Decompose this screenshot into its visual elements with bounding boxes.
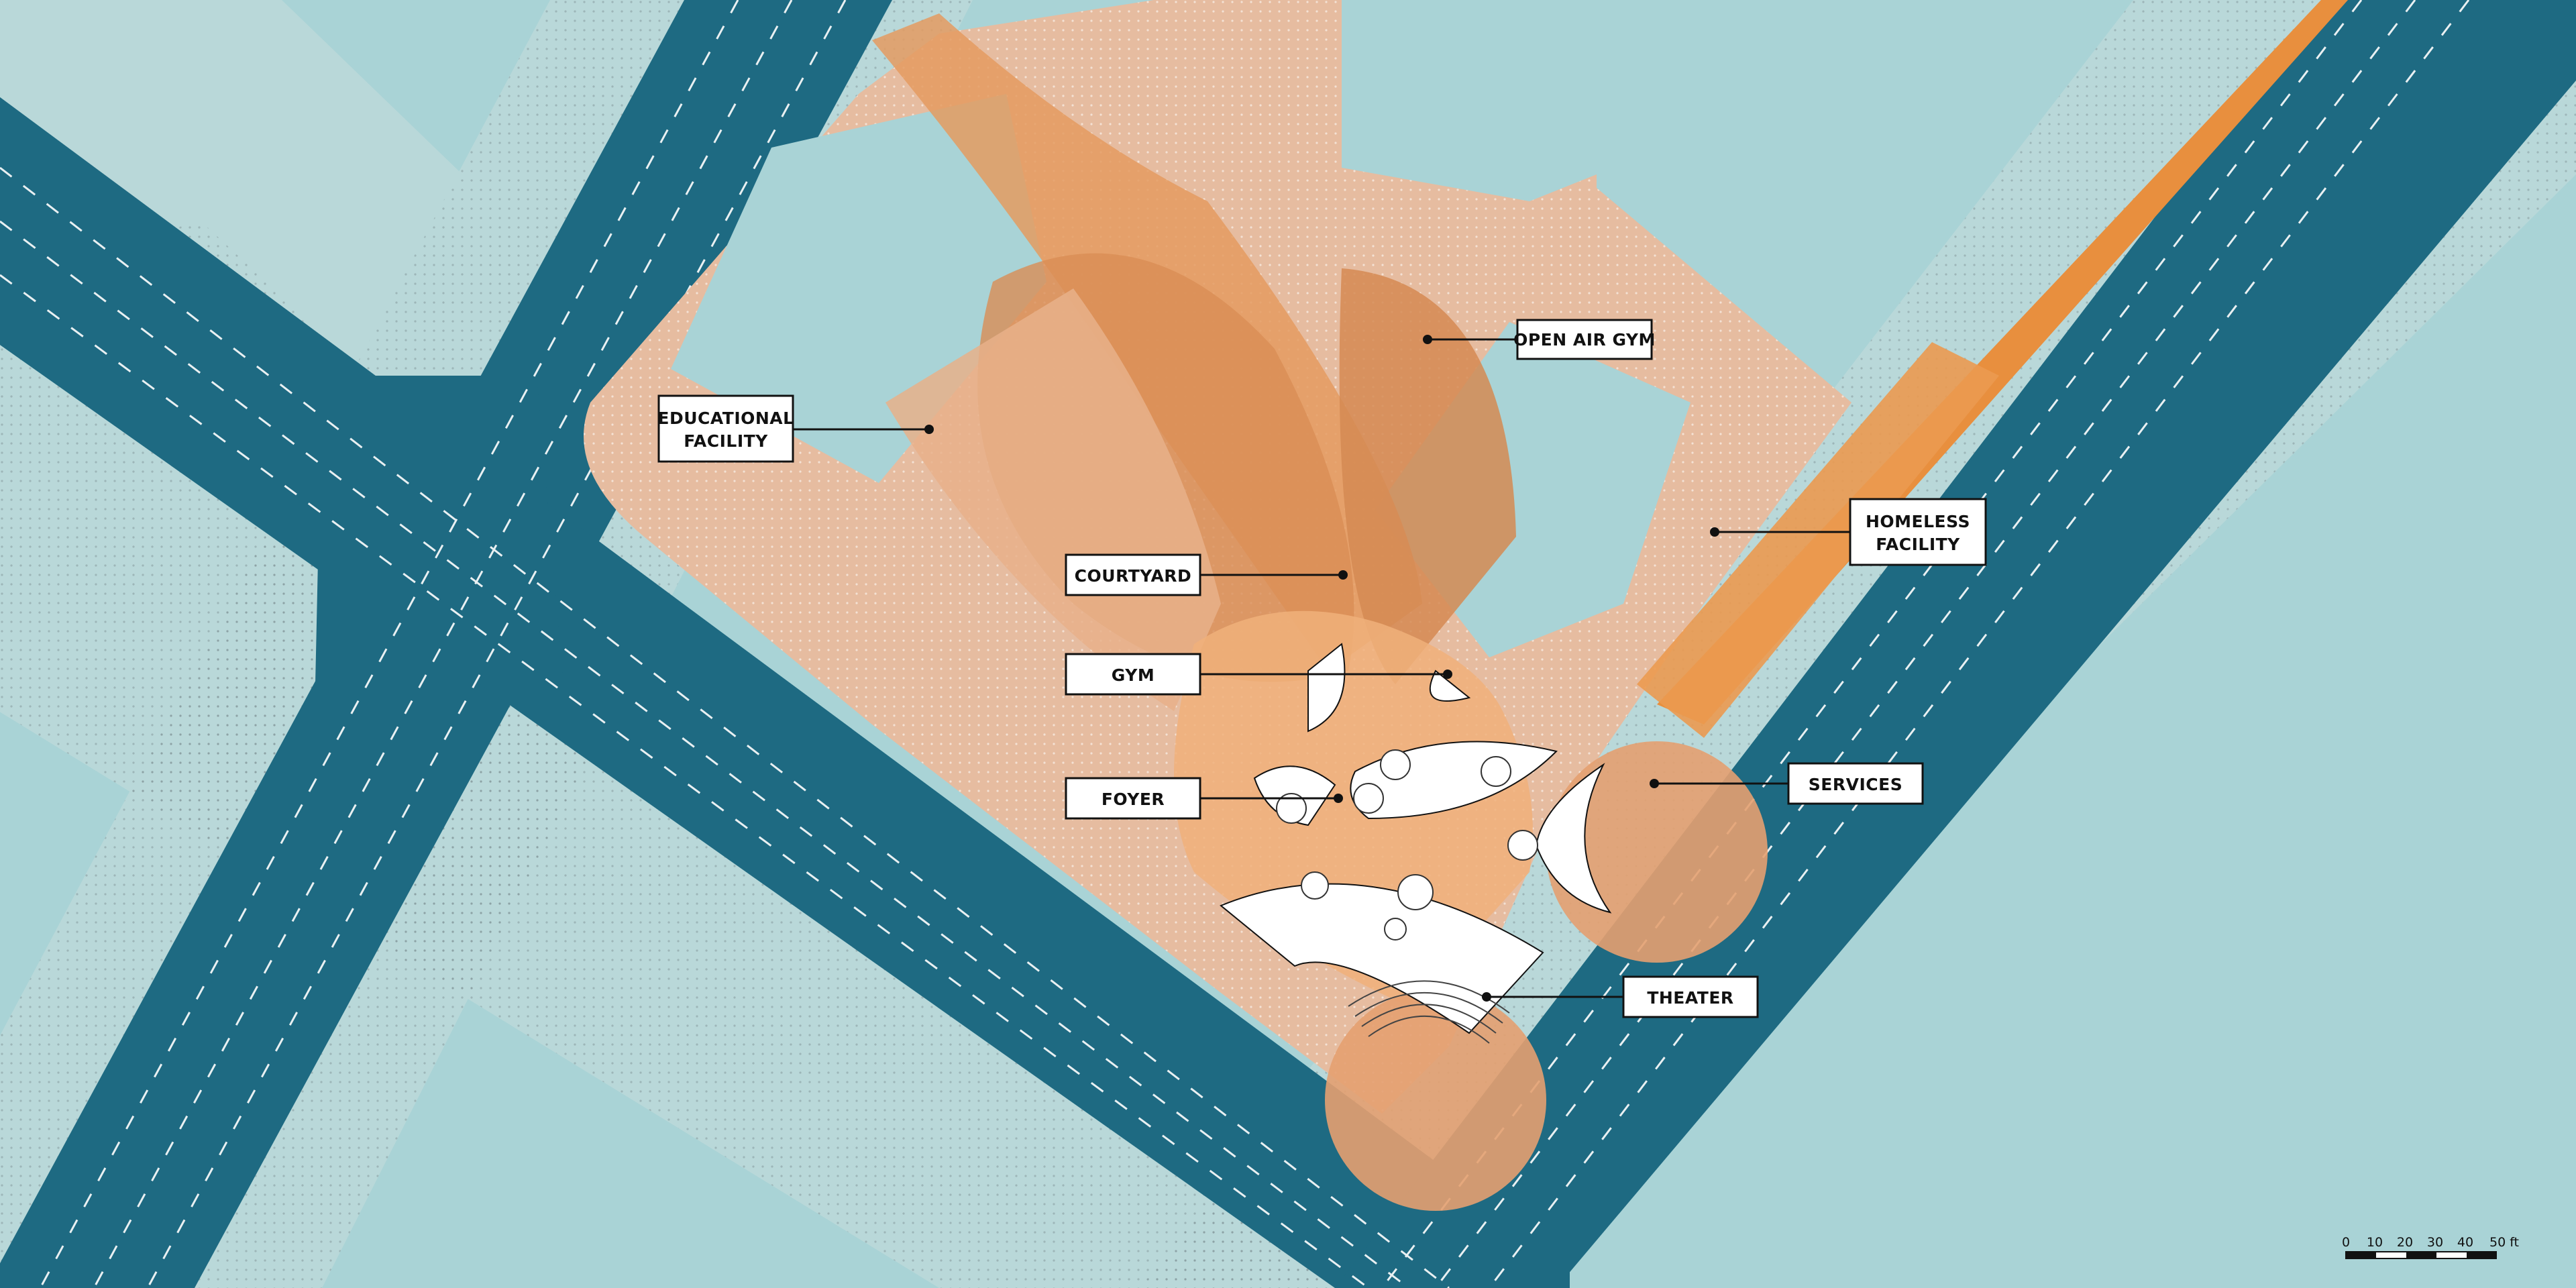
label-gym[interactable]: GYM	[1065, 653, 1452, 696]
label-educational-facility[interactable]: EDUCATIONAL FACILITY	[657, 394, 934, 463]
label-text: GYM	[1112, 665, 1155, 685]
label-text: FOYER	[1102, 790, 1165, 809]
lane-markings	[0, 0, 2470, 1288]
label-text: FACILITY	[684, 431, 768, 451]
scale-bar: 0 10 20 30 40 50 ft	[2342, 1235, 2519, 1259]
leader-dot	[924, 425, 934, 434]
label-text: THEATER	[1647, 988, 1733, 1008]
leader-dot	[1710, 527, 1719, 537]
label-text: OPEN AIR GYM	[1513, 330, 1656, 350]
scale-tick-label: 20	[2397, 1235, 2413, 1250]
scale-tick-label: 10	[2367, 1235, 2383, 1250]
scale-tick-label: 0	[2342, 1235, 2350, 1250]
scale-tick-label: 30	[2427, 1235, 2443, 1250]
label-foyer[interactable]: FOYER	[1065, 777, 1343, 820]
label-text: SERVICES	[1809, 775, 1902, 794]
label-text: EDUCATIONAL	[657, 409, 794, 428]
leader-dot	[1334, 794, 1343, 803]
leader-dot	[1423, 335, 1432, 344]
label-homeless-facility[interactable]: HOMELESS FACILITY	[1710, 498, 1987, 566]
leader-dot	[1443, 669, 1452, 679]
leader-dot	[1482, 992, 1491, 1002]
scale-tick-label: 40	[2457, 1235, 2473, 1250]
scale-tick-label: 50 ft	[2489, 1235, 2519, 1250]
fixtures	[1276, 749, 1538, 941]
leader-dot	[1338, 570, 1348, 580]
label-text: FACILITY	[1876, 535, 1960, 554]
label-courtyard[interactable]: COURTYARD	[1065, 553, 1348, 596]
label-services[interactable]: SERVICES	[1650, 762, 1924, 805]
label-text: COURTYARD	[1075, 566, 1192, 586]
label-open-air-gym[interactable]: OPEN AIR GYM	[1423, 319, 1656, 360]
theater-circle	[1325, 989, 1546, 1211]
leader-dot	[1650, 779, 1659, 788]
label-theater[interactable]: THEATER	[1482, 975, 1759, 1018]
label-text: HOMELESS	[1866, 512, 1970, 531]
intersection	[315, 376, 564, 684]
